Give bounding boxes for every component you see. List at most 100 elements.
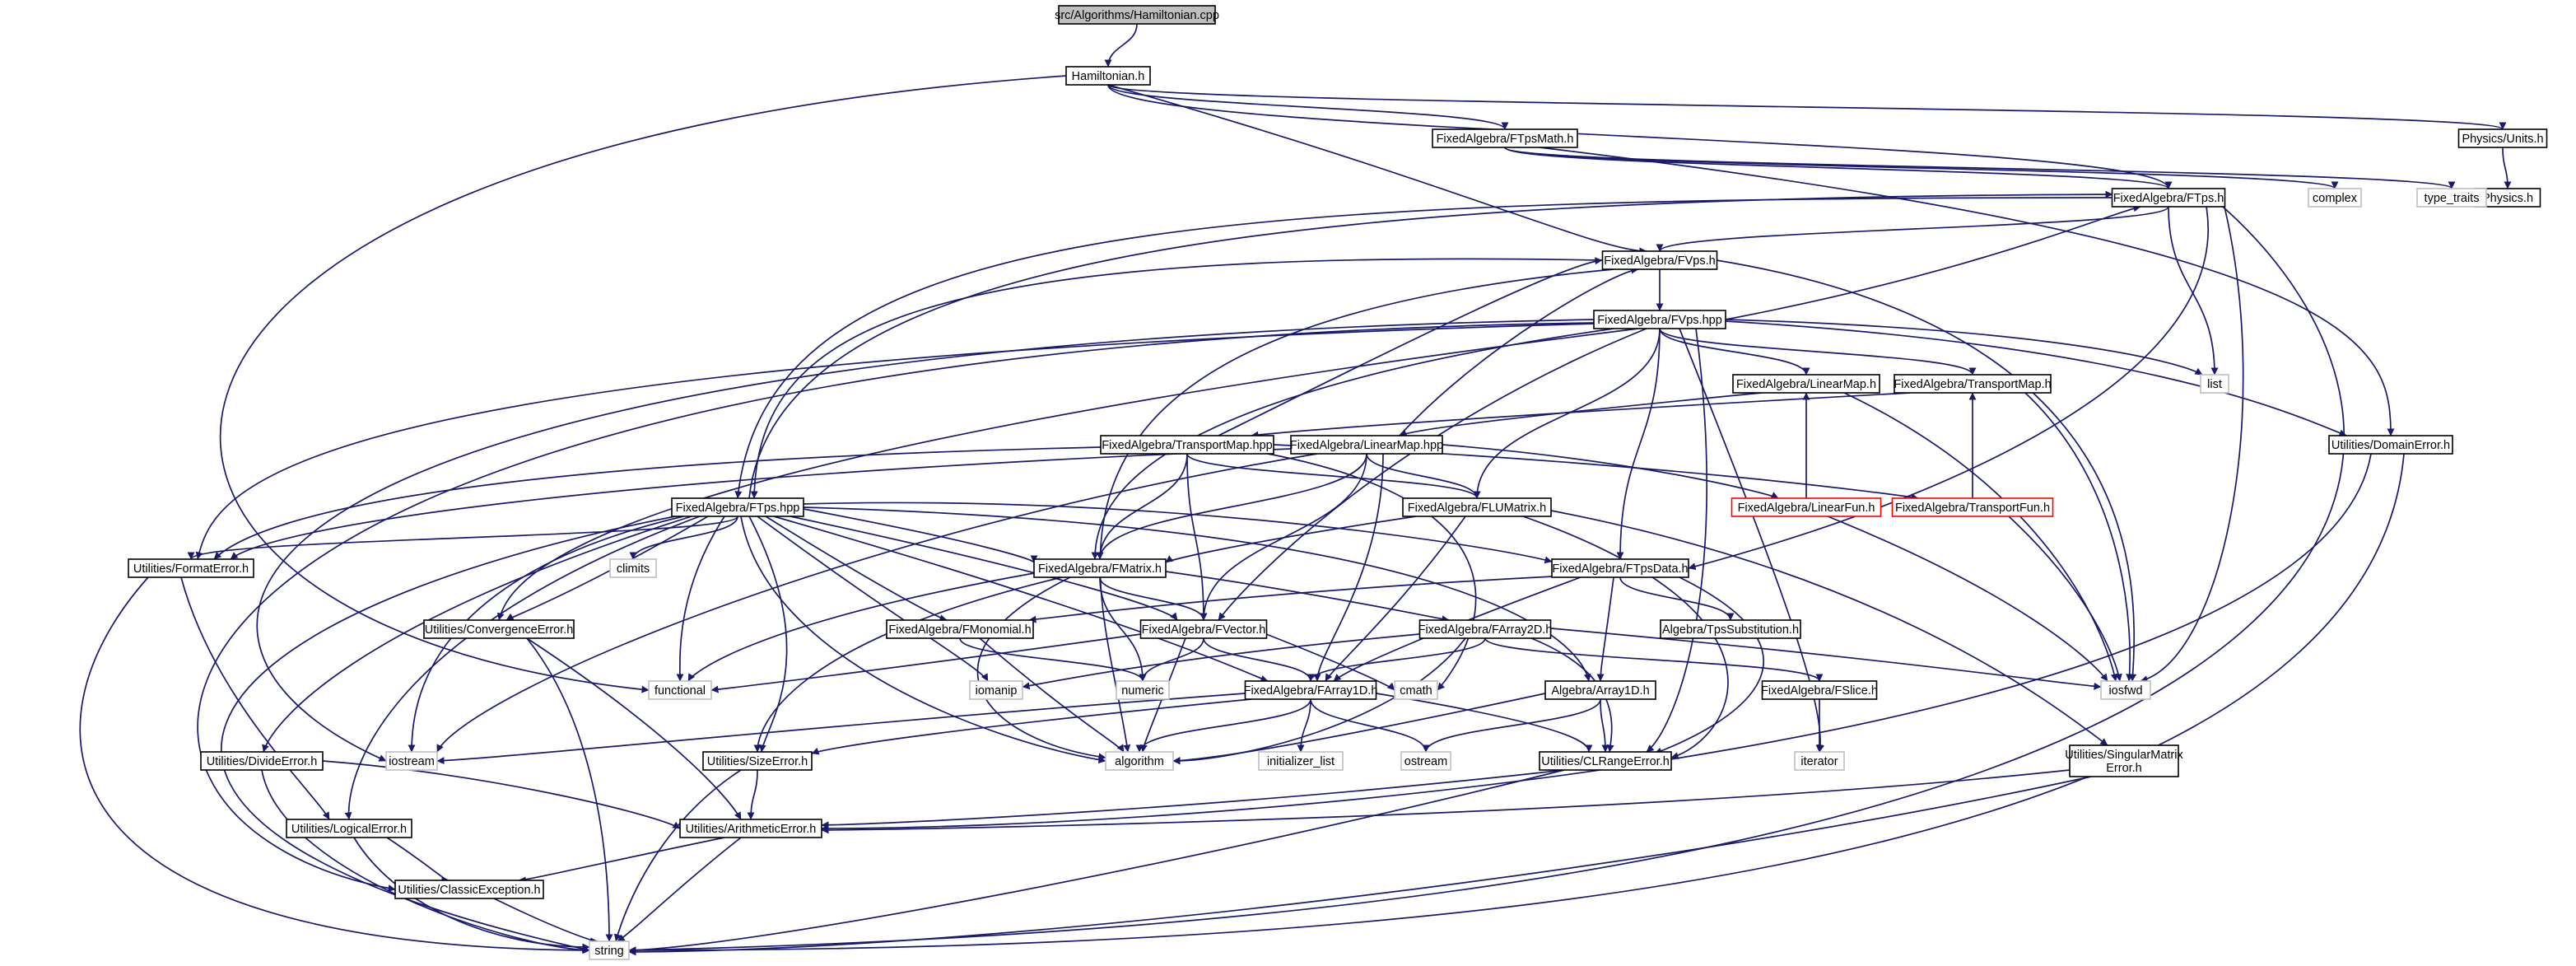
node-transportfun[interactable]: FixedAlgebra/TransportFun.h [1891, 497, 2054, 517]
edge-transportmap_hpp-to-fvector [1186, 453, 1208, 621]
edge-fvps_h-to-algorithm [1099, 268, 1614, 753]
edge-ftps_hpp-to-fvector [790, 516, 1178, 621]
edge-singularmatrix-to-arithmeticerror [821, 769, 2071, 834]
edge-flumatrix-to-singularmatrix [1550, 510, 2108, 746]
node-label-tpssubstitution: Algebra/TpsSubstitution.h [1662, 623, 1799, 637]
node-array1d[interactable]: Algebra/Array1D.h [1544, 680, 1656, 700]
node-transportmap_hpp[interactable]: FixedAlgebra/TransportMap.hpp [1100, 435, 1274, 455]
node-label-iosfwd: iosfwd [2108, 684, 2142, 698]
edge-fmatrix-to-fvector [1099, 576, 1208, 621]
node-fslice[interactable]: FixedAlgebra/FSlice.h [1761, 680, 1878, 700]
edge-ftps_hpp-to-convergenceerror [505, 516, 709, 621]
node-list: list [2200, 374, 2229, 394]
node-tpssubstitution[interactable]: Algebra/TpsSubstitution.h [1660, 619, 1801, 639]
node-box-logicalerror [286, 819, 412, 838]
edge-formaterror-to-string [79, 576, 590, 954]
edge-convergenceerror-to-string [526, 637, 613, 942]
node-box-singularmatrix [2069, 744, 2179, 777]
node-box-ftps_h [2111, 188, 2226, 208]
node-label-arithmeticerror: Utilities/ArithmeticError.h [686, 823, 817, 836]
edge-sizeerror-to-arithmeticerror [747, 769, 758, 820]
node-linearmap_h[interactable]: FixedAlgebra/LinearMap.h [1732, 374, 1880, 394]
node-arithmeticerror[interactable]: Utilities/ArithmeticError.h [679, 819, 822, 838]
node-transportmap_h[interactable]: FixedAlgebra/TransportMap.h [1894, 374, 2052, 394]
node-formaterror[interactable]: Utilities/FormatError.h [128, 558, 254, 578]
edge-hamiltonian-to-ftps_h [1107, 84, 2173, 189]
node-ftps_hpp[interactable]: FixedAlgebra/FTps.hpp [671, 497, 804, 517]
node-ftps_h[interactable]: FixedAlgebra/FTps.h [2111, 188, 2226, 208]
node-box-iosfwd [2100, 680, 2151, 700]
node-flumatrix[interactable]: FixedAlgebra/FLUMatrix.h [1402, 497, 1552, 517]
node-box-transportfun [1891, 497, 2054, 517]
node-units[interactable]: Physics/Units.h [2457, 128, 2548, 148]
node-farray1d[interactable]: FixedAlgebra/FArray1D.h [1244, 680, 1378, 700]
edge-farray2d-to-farray1d [1307, 637, 1486, 682]
node-box-type_traits [2416, 188, 2487, 208]
edge-transportmap_h-to-transportmap_hpp [1251, 392, 1911, 439]
node-label-transportmap_h: FixedAlgebra/TransportMap.h [1894, 378, 2051, 391]
edge-ftps_h-to-fvps_h [1656, 206, 2169, 252]
edge-linearmap_hpp-to-flumatrix [1366, 453, 1481, 499]
edge-ftpsdata-to-fmonomial [1028, 576, 1554, 623]
edge-linearfun-to-iosfwd [1827, 516, 2108, 682]
edge-ftps_hpp-to-algorithm [740, 516, 1106, 764]
node-box-fvps_h [1601, 250, 1718, 270]
edge-linearmap_hpp-to-formaterror [230, 448, 1292, 560]
edge-ftpsdata-to-clrangeerror [1654, 576, 1764, 755]
edge-root-to-hamiltonian [1104, 23, 1138, 68]
node-functional: functional [648, 680, 712, 700]
node-box-tpssubstitution [1660, 619, 1801, 639]
node-label-array1d: Algebra/Array1D.h [1551, 684, 1649, 698]
node-iosfwd: iosfwd [2100, 680, 2151, 700]
node-sizeerror[interactable]: Utilities/SizeError.h [702, 751, 813, 771]
node-label-ftpsmath: FixedAlgebra/FTpsMath.h [1437, 133, 1574, 146]
node-hamiltonian[interactable]: Hamiltonian.h [1065, 66, 1151, 86]
node-label-transportfun: FixedAlgebra/TransportFun.h [1895, 502, 2050, 515]
edge-flumatrix-to-farray1d [1325, 516, 1466, 682]
node-fmonomial[interactable]: FixedAlgebra/FMonomial.h [886, 619, 1034, 639]
node-ftpsmath[interactable]: FixedAlgebra/FTpsMath.h [1432, 128, 1578, 148]
node-label-ftps_h: FixedAlgebra/FTps.h [2113, 192, 2224, 205]
node-label-ftps_hpp: FixedAlgebra/FTps.hpp [676, 502, 800, 515]
node-classicexception[interactable]: Utilities/ClassicException.h [394, 880, 544, 899]
node-ftpsdata[interactable]: FixedAlgebra/FTpsData.h [1551, 558, 1689, 578]
edge-farray1d-to-iostream [436, 693, 1246, 765]
edge-linearmap_hpp-to-iostream [436, 453, 1318, 753]
node-cmath: cmath [1394, 680, 1438, 700]
edge-farray2d-to-iomanip [1022, 633, 1420, 690]
node-linearmap_hpp[interactable]: FixedAlgebra/LinearMap.hpp [1290, 435, 1443, 455]
node-divideerror[interactable]: Utilities/DivideError.h [200, 751, 324, 771]
edge-transportmap_hpp-to-flumatrix [1186, 453, 1481, 499]
node-label-divideerror: Utilities/DivideError.h [207, 755, 318, 768]
edge-clrangeerror-to-arithmeticerror [821, 769, 1565, 829]
node-fvector[interactable]: FixedAlgebra/FVector.h [1139, 619, 1268, 639]
edge-domainerror-to-arithmeticerror [821, 453, 2372, 833]
edge-linearmap_h-to-linearmap_hpp [1399, 392, 1763, 436]
edge-hamiltonian-to-ftpsmath [1107, 84, 1509, 130]
edge-domainerror-to-string [628, 453, 2405, 954]
edge-array1d-to-algorithm [1172, 693, 1546, 765]
node-fvps_hpp[interactable]: FixedAlgebra/FVps.hpp [1593, 310, 1726, 329]
node-label-flumatrix: FixedAlgebra/FLUMatrix.h [1408, 502, 1546, 515]
node-linearfun[interactable]: FixedAlgebra/LinearFun.h [1731, 497, 1882, 517]
node-box-linearmap_hpp [1290, 435, 1443, 455]
edge-ftps_h-to-iosfwd [2140, 206, 2244, 684]
node-label-algorithm: algorithm [1115, 755, 1164, 768]
node-box-fvector [1139, 619, 1268, 639]
node-clrangeerror[interactable]: Utilities/CLRangeError.h [1539, 751, 1672, 771]
edge-farray2d-to-algorithm [1172, 637, 1466, 765]
node-fmatrix[interactable]: FixedAlgebra/FMatrix.h [1033, 558, 1167, 578]
edge-logicalerror-to-classicexception [386, 837, 450, 884]
node-label-complex: complex [2313, 192, 2358, 205]
node-logicalerror[interactable]: Utilities/LogicalError.h [286, 819, 412, 838]
node-convergenceerror[interactable]: Utilities/ConvergenceError.h [423, 619, 575, 639]
edge-fvector-to-functional [710, 633, 1142, 693]
node-fvps_h[interactable]: FixedAlgebra/FVps.h [1601, 250, 1718, 270]
node-domainerror[interactable]: Utilities/DomainError.h [2328, 435, 2453, 455]
node-farray2d[interactable]: FixedAlgebra/FArray2D.h [1418, 619, 1553, 639]
edge-fmonomial-to-numeric [959, 637, 1147, 682]
node-physics[interactable]: Physics.h [2474, 188, 2541, 208]
node-label-domainerror: Utilities/DomainError.h [2331, 439, 2450, 452]
